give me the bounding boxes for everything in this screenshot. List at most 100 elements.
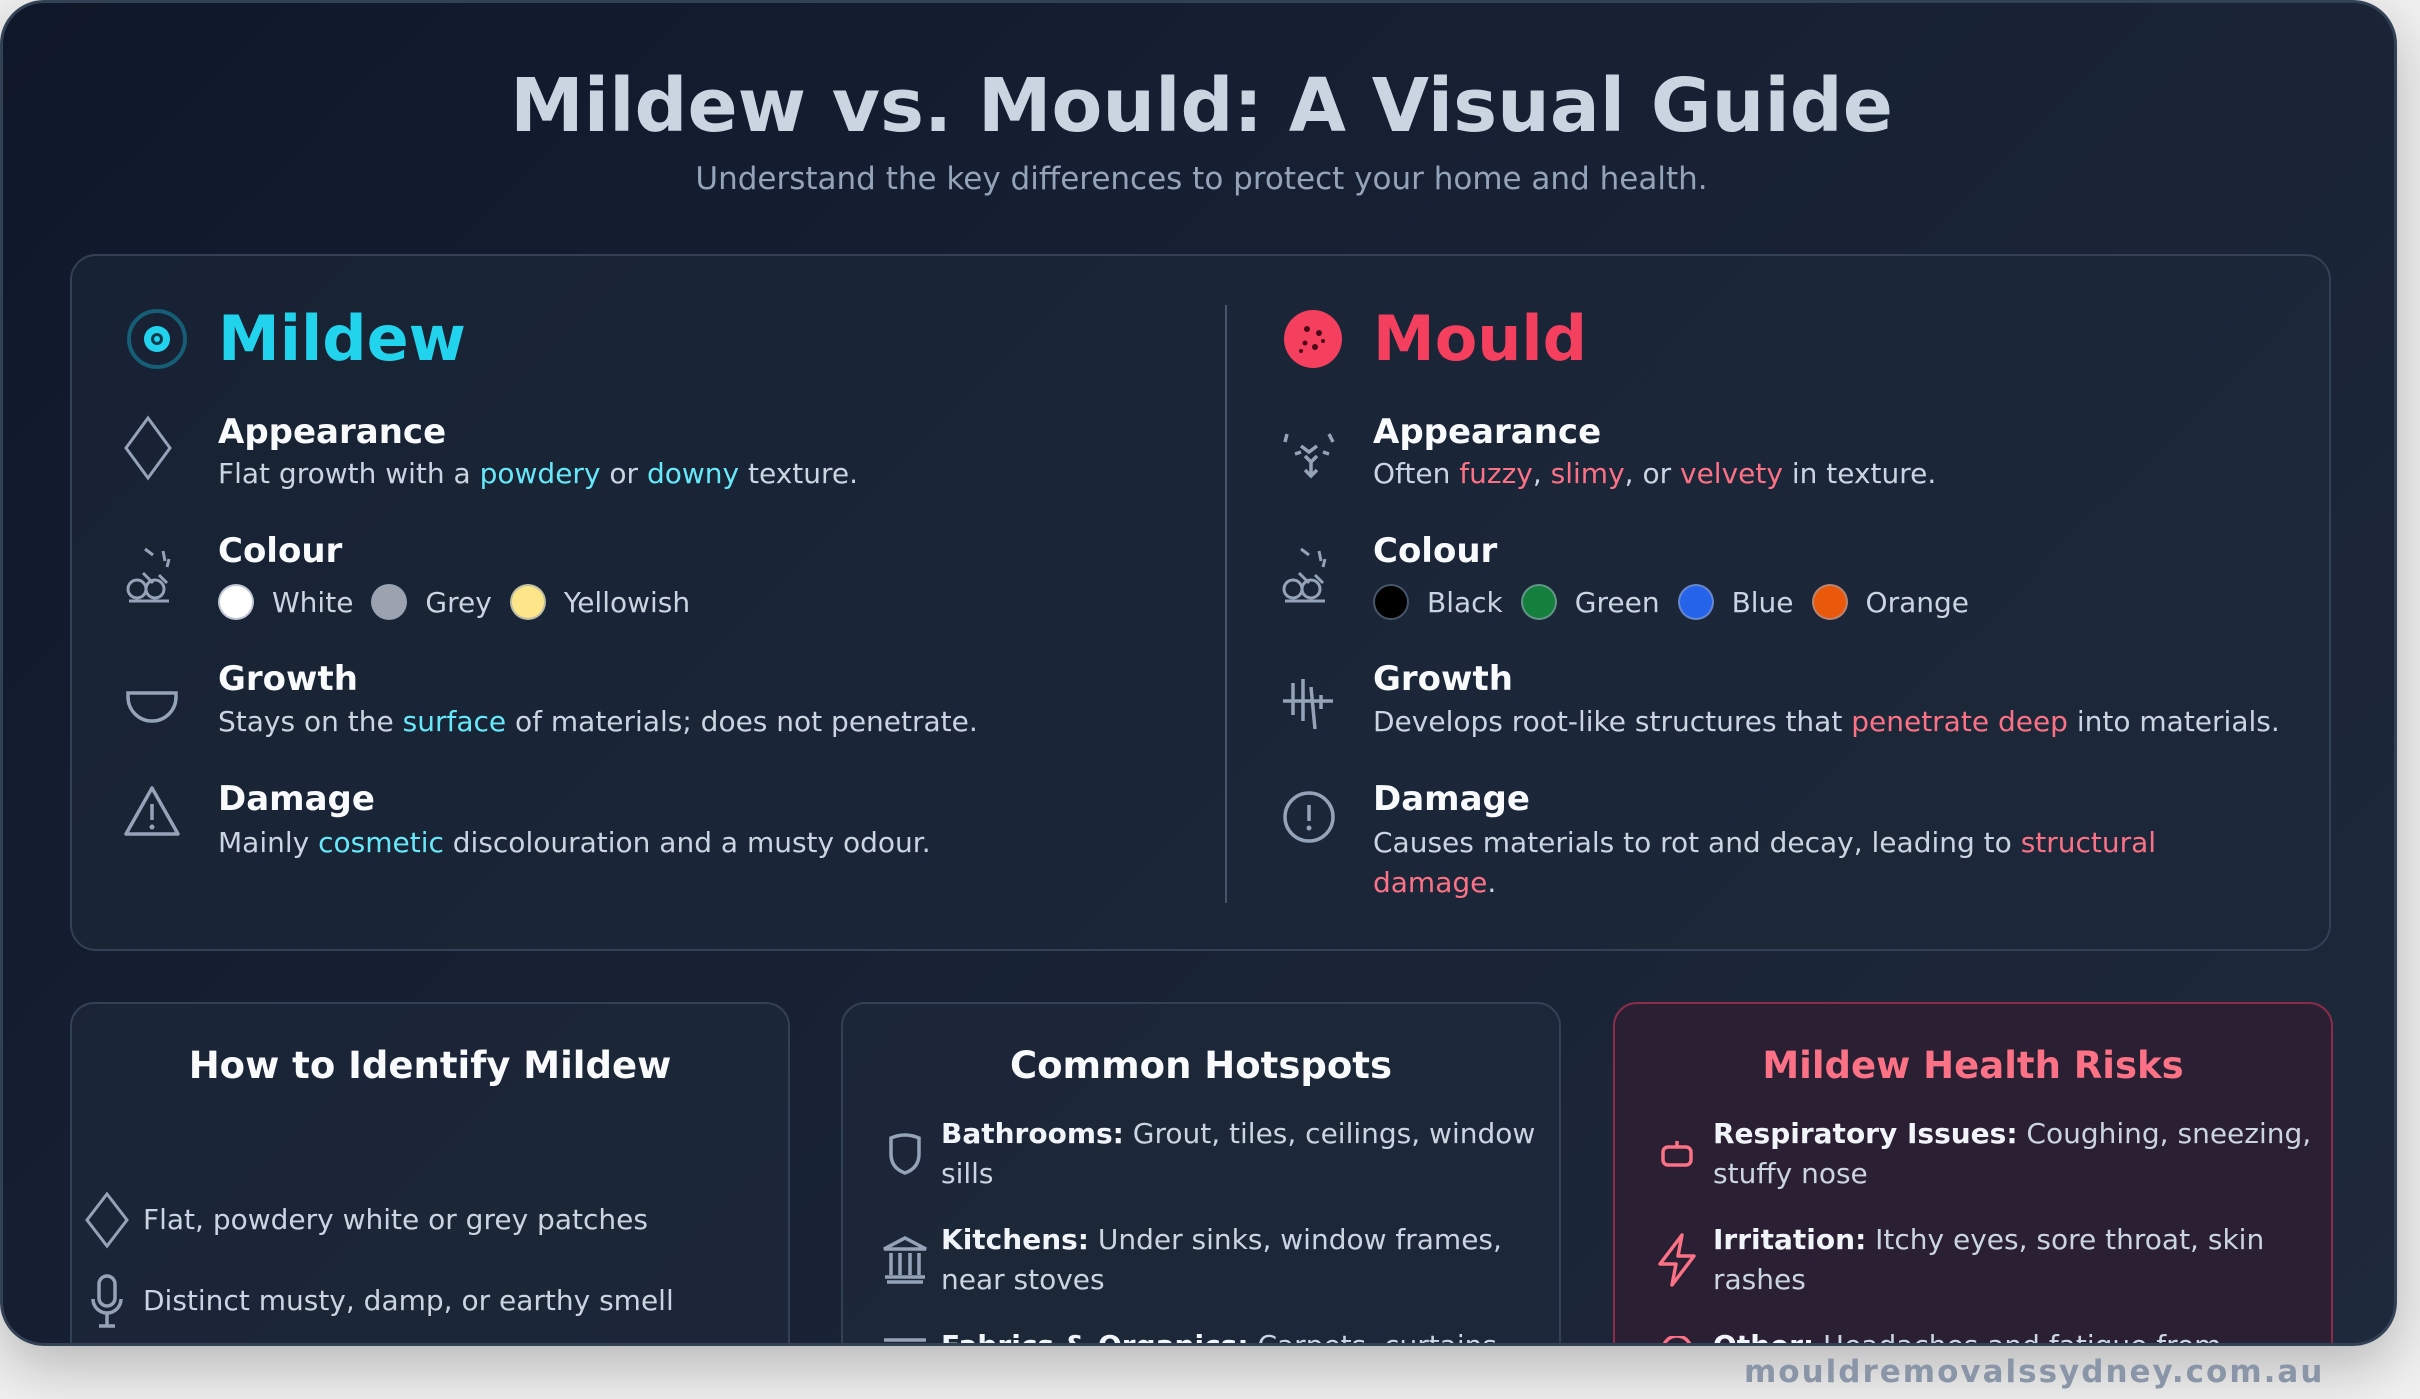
alert-circle-icon xyxy=(1282,790,1336,844)
text-segment: Develops root-like structures that xyxy=(1373,705,1852,738)
building-icon xyxy=(869,1235,941,1285)
mould-damage-title: Damage xyxy=(1373,779,1530,819)
fabric-icon xyxy=(869,1336,941,1343)
highlight-text: penetrate deep xyxy=(1851,705,2068,738)
hotspot-text: Grout, tiles, ceilings, window sills xyxy=(941,1117,1536,1190)
text-segment: Stays on the xyxy=(218,705,403,738)
circle-icon xyxy=(1641,1336,1713,1343)
highlight-text: structural damage xyxy=(1373,826,2157,899)
health-risks-title: Mildew Health Risks xyxy=(1762,1044,2184,1087)
mildew-colour-swatches: White Grey Yellowish xyxy=(218,584,708,620)
hotspot-text-block: Fabrics & Organics: Carpets, curtains xyxy=(941,1326,1541,1346)
mould-colour-swatches: Black Green Blue Orange xyxy=(1373,584,1987,620)
highlight-text: surface xyxy=(402,705,507,738)
watermark: mouldremovalssydney.com.au xyxy=(1744,1354,2325,1390)
identify-card: How to Identify Mildew xyxy=(70,1002,790,1343)
risk-text-block: Other: Headaches and fatigue from xyxy=(1713,1326,2313,1346)
lightning-icon xyxy=(1641,1232,1713,1288)
colour-label: Grey xyxy=(425,585,492,619)
highlight-text: slimy xyxy=(1550,457,1625,490)
warning-triangle-icon xyxy=(123,784,181,838)
colour-label: White xyxy=(272,585,354,619)
colour-label: Blue xyxy=(1731,585,1794,619)
risk-label: Respiratory Issues: xyxy=(1713,1117,2018,1150)
bowl-icon xyxy=(125,689,179,725)
text-segment: Often xyxy=(1373,457,1460,490)
mould-growth-title: Growth xyxy=(1373,659,1513,699)
risk-text: Coughing, sneezing, stuffy nose xyxy=(1713,1117,2312,1190)
colour-swatch xyxy=(1373,584,1409,620)
identify-item: Distinct musty, damp, or earthy smell xyxy=(71,1273,711,1329)
shield-icon xyxy=(869,1132,941,1176)
risk-item: Other: Headaches and fatigue from xyxy=(1641,1326,2321,1346)
hotspot-text-block: Bathrooms: Grout, tiles, ceilings, windo… xyxy=(941,1114,1541,1194)
identify-list: Flat, powdery white or grey patches Dist… xyxy=(71,1191,711,1329)
colour-label: Black xyxy=(1427,585,1503,619)
risk-text: Headaches and fatigue from xyxy=(1814,1329,2222,1346)
highlight-text: downy xyxy=(646,457,740,490)
risk-text: Itchy eyes, sore throat, skin rashes xyxy=(1713,1223,2265,1296)
risk-item: Respiratory Issues: Coughing, sneezing, … xyxy=(1641,1114,2321,1194)
mould-logo-icon xyxy=(1283,309,1343,369)
mould-growth-desc: Develops root-like structures that penet… xyxy=(1373,702,2280,742)
identify-title: How to Identify Mildew xyxy=(188,1044,672,1087)
colour-swatch xyxy=(1811,584,1848,620)
hotspot-label: Bathrooms: xyxy=(941,1117,1124,1150)
text-segment: Causes materials to rot and decay, leadi… xyxy=(1373,826,2021,859)
roots-icon xyxy=(1281,675,1337,731)
infographic-card: Mildew vs. Mould: A Visual Guide Underst… xyxy=(0,0,2397,1346)
text-segment: , xyxy=(1532,457,1551,490)
hotspot-text: Under sinks, window frames, near stoves xyxy=(941,1223,1502,1296)
risk-item: Irritation: Itchy eyes, sore throat, ski… xyxy=(1641,1220,2321,1300)
text-segment: texture. xyxy=(739,457,859,490)
mould-heading: Mould xyxy=(1373,302,1588,375)
diamond-icon xyxy=(71,1191,143,1249)
hotspots-list: Bathrooms: Grout, tiles, ceilings, windo… xyxy=(869,1114,1549,1346)
mould-damage-desc: Causes materials to rot and decay, leadi… xyxy=(1373,823,2173,903)
spores-icon xyxy=(123,543,179,605)
colour-swatch xyxy=(509,584,546,620)
colour-swatch xyxy=(1677,584,1714,620)
text-segment: . xyxy=(1487,866,1497,899)
identify-item-text: Flat, powdery white or grey patches xyxy=(143,1203,648,1236)
identify-item: Flat, powdery white or grey patches xyxy=(71,1191,711,1249)
text-segment: into materials. xyxy=(2067,705,2280,738)
mould-appearance-desc: Often fuzzy, slimy, or velvety in textur… xyxy=(1373,454,1936,494)
hotspot-item: Bathrooms: Grout, tiles, ceilings, windo… xyxy=(869,1114,1549,1194)
hotspot-label: Fabrics & Organics: xyxy=(941,1329,1249,1346)
mildew-heading: Mildew xyxy=(218,302,466,375)
hotspot-text: Carpets, curtains xyxy=(1248,1329,1497,1346)
colour-label: Yellowish xyxy=(563,585,691,619)
mildew-damage-title: Damage xyxy=(218,779,375,819)
text-segment: , or xyxy=(1624,457,1680,490)
hotspots-title: Common Hotspots xyxy=(1009,1044,1393,1087)
mildew-growth-title: Growth xyxy=(218,659,358,699)
hotspot-text-block: Kitchens: Under sinks, window frames, ne… xyxy=(941,1220,1541,1300)
mildew-appearance-title: Appearance xyxy=(218,412,447,452)
colour-swatch xyxy=(371,584,408,620)
health-risks-card: Mildew Health Risks xyxy=(1613,1002,2333,1343)
mildew-logo-icon xyxy=(126,308,188,370)
text-segment: or xyxy=(600,457,647,490)
text-segment: Mainly xyxy=(218,826,319,859)
highlight-text: cosmetic xyxy=(318,826,444,859)
text-segment: of materials; does not penetrate. xyxy=(506,705,978,738)
microphone-icon xyxy=(71,1273,143,1329)
colour-label: Green xyxy=(1574,585,1660,619)
mildew-colour-title: Colour xyxy=(218,531,343,571)
risk-text-block: Irritation: Itchy eyes, sore throat, ski… xyxy=(1713,1220,2313,1300)
risk-label: Other: xyxy=(1713,1329,1815,1346)
risk-label: Irritation: xyxy=(1713,1223,1867,1256)
mildew-growth-desc: Stays on the surface of materials; does … xyxy=(218,702,978,742)
risk-text-block: Respiratory Issues: Coughing, sneezing, … xyxy=(1713,1114,2313,1194)
highlight-text: fuzzy xyxy=(1459,457,1533,490)
hotspot-item: Kitchens: Under sinks, window frames, ne… xyxy=(869,1220,1549,1300)
mould-appearance-title: Appearance xyxy=(1373,412,1602,452)
hotspot-label: Kitchens: xyxy=(941,1223,1089,1256)
highlight-text: velvety xyxy=(1680,457,1783,490)
highlight-text: powdery xyxy=(479,457,601,490)
hotspot-item: Fabrics & Organics: Carpets, curtains xyxy=(869,1326,1549,1346)
colour-label: Orange xyxy=(1865,585,1969,619)
colour-swatch xyxy=(1520,584,1557,620)
comparison-panel xyxy=(70,254,2331,951)
